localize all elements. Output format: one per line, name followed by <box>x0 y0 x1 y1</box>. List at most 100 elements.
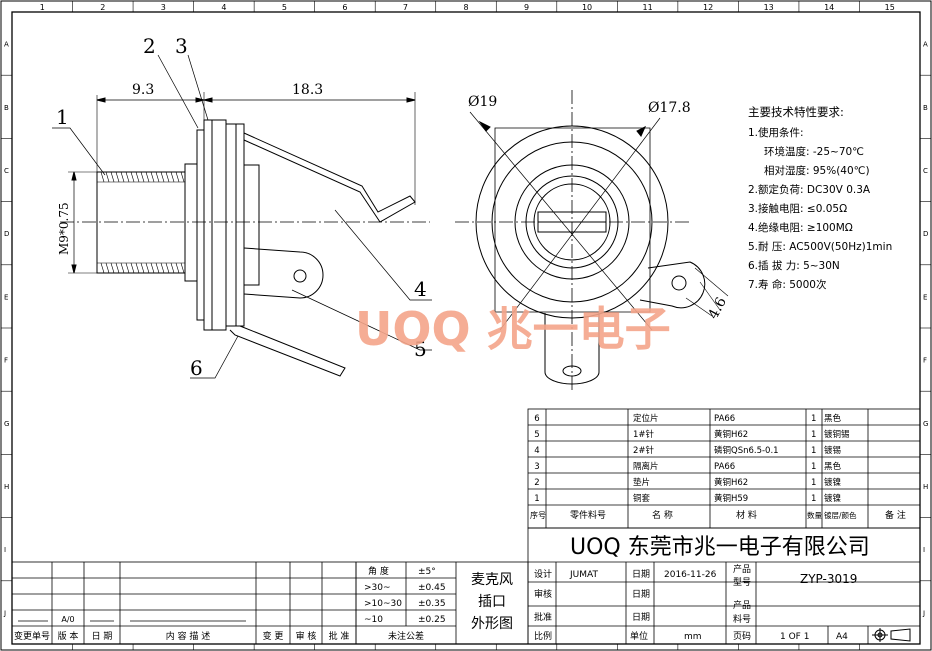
bom-no: 5 <box>534 430 539 440</box>
bom-no: 1 <box>534 494 539 504</box>
row-letter: C <box>923 167 928 175</box>
dim-4-6: 4.6 <box>705 295 730 322</box>
projection-symbol-icon <box>872 628 911 642</box>
tol-range: >10~30 <box>364 599 402 609</box>
bom-name: 1#针 <box>633 429 655 440</box>
row-letter: C <box>4 167 9 175</box>
rev-version: A/0 <box>61 615 74 624</box>
bom-header-finish: 镀层/颜色 <box>824 510 857 520</box>
bom-finish: 黑色 <box>824 461 842 472</box>
side-view <box>52 54 432 379</box>
row-letter: F <box>4 357 8 365</box>
callout-4: 4 <box>414 277 427 301</box>
pin-1 <box>243 247 324 299</box>
locator-tab <box>229 325 346 377</box>
bom-name: 垫片 <box>633 477 650 488</box>
bom-qty: 1 <box>811 430 816 440</box>
bom-finish: 镀铜锡 <box>824 429 850 440</box>
tb-unit: mm <box>684 632 702 642</box>
tb-partno-label-2: 料号 <box>733 613 751 625</box>
bom-header-material: 材 料 <box>736 509 757 521</box>
callout-6: 6 <box>190 356 203 380</box>
bom-material: PA66 <box>714 414 735 424</box>
bom-header-qty: 数量 <box>807 510 822 520</box>
tb-partno-label-1: 产品 <box>733 599 751 611</box>
column-number: 8 <box>463 3 468 12</box>
bom-no: 3 <box>534 462 539 472</box>
tb-page: 1 OF 1 <box>780 632 809 642</box>
product-title-line: 麦克风 <box>471 572 513 588</box>
column-number: 12 <box>703 3 713 12</box>
column-number: 3 <box>161 3 166 12</box>
rev-header: 审 核 <box>296 630 317 642</box>
tb-page-label: 页码 <box>733 631 751 642</box>
column-number: 1 <box>40 3 45 12</box>
row-letter: F <box>923 357 927 365</box>
bom-material: 磷铜QSn6.5-0.1 <box>714 445 779 456</box>
watermark: UOQ 兆一电子 <box>355 302 671 356</box>
bom-qty: 1 <box>811 494 816 504</box>
bom-no: 2 <box>534 478 539 488</box>
row-letter: J <box>3 609 6 617</box>
insulator <box>203 119 227 331</box>
rev-header: 版 本 <box>58 630 79 642</box>
side-lug <box>639 261 706 309</box>
bom-finish: 镀锡 <box>824 445 842 456</box>
tech-line: 5.耐 压: AC500V(50Hz)1min <box>748 240 892 253</box>
bom-name: 定位片 <box>633 413 659 424</box>
bom-header-note: 备 注 <box>885 509 906 521</box>
thread-lines <box>100 171 185 274</box>
tol-header-angle-val: ±5° <box>418 567 436 577</box>
row-letter: A <box>923 41 928 49</box>
column-number: 7 <box>403 3 408 12</box>
bom-qty: 1 <box>811 462 816 472</box>
front-view <box>455 90 729 390</box>
tol-val: ±0.45 <box>418 583 446 593</box>
revision-text: 变更单号版 本日 期内 容 描 述变 更审 核批 准A/0 <box>14 615 349 642</box>
bom-material: 黄铜H62 <box>714 429 748 440</box>
row-letter: D <box>923 230 928 238</box>
bom-header-part: 零件料号 <box>570 509 606 521</box>
dim-18-3: 18.3 <box>292 82 323 98</box>
tech-line: 7.寿 命: 5000次 <box>748 278 827 291</box>
callout-1: 1 <box>56 105 69 129</box>
pin-2 <box>243 132 416 223</box>
bom-finish: 镀镍 <box>824 477 842 488</box>
bom-material: PA66 <box>714 462 735 472</box>
column-number: 4 <box>221 3 226 12</box>
rev-header: 批 准 <box>329 630 350 642</box>
row-letter: E <box>4 293 8 301</box>
row-letter: B <box>923 104 928 112</box>
tol-val: ±0.25 <box>418 615 446 625</box>
bom-qty: 1 <box>811 414 816 424</box>
tb-date-label: 日期 <box>632 569 650 580</box>
tb-date-label: 日期 <box>632 589 650 600</box>
tech-line: 3.接触电阻: ≤0.05Ω <box>748 202 847 215</box>
column-number: 9 <box>524 3 529 12</box>
row-letter: I <box>4 546 6 554</box>
bom-finish: 镀镍 <box>824 493 842 504</box>
row-letter: B <box>4 104 9 112</box>
row-letter: G <box>4 420 9 428</box>
row-letter: I <box>923 546 925 554</box>
tb-unit-label: 单位 <box>630 630 648 642</box>
tol-val: ±0.35 <box>418 599 446 609</box>
row-letter: A <box>4 41 9 49</box>
bom-qty: 1 <box>811 446 816 456</box>
row-letter: D <box>4 230 9 238</box>
dim-dia-17-8: Ø17.8 <box>648 100 691 116</box>
tech-line: 相对湿度: 95%(40℃) <box>764 164 870 177</box>
tb-model-label-2: 型号 <box>733 577 751 588</box>
jack-hole <box>533 183 611 261</box>
tb-scale-label: 比例 <box>534 630 552 642</box>
bom-material: 黄铜H59 <box>714 493 748 504</box>
rev-header: 内 容 描 述 <box>166 630 211 642</box>
